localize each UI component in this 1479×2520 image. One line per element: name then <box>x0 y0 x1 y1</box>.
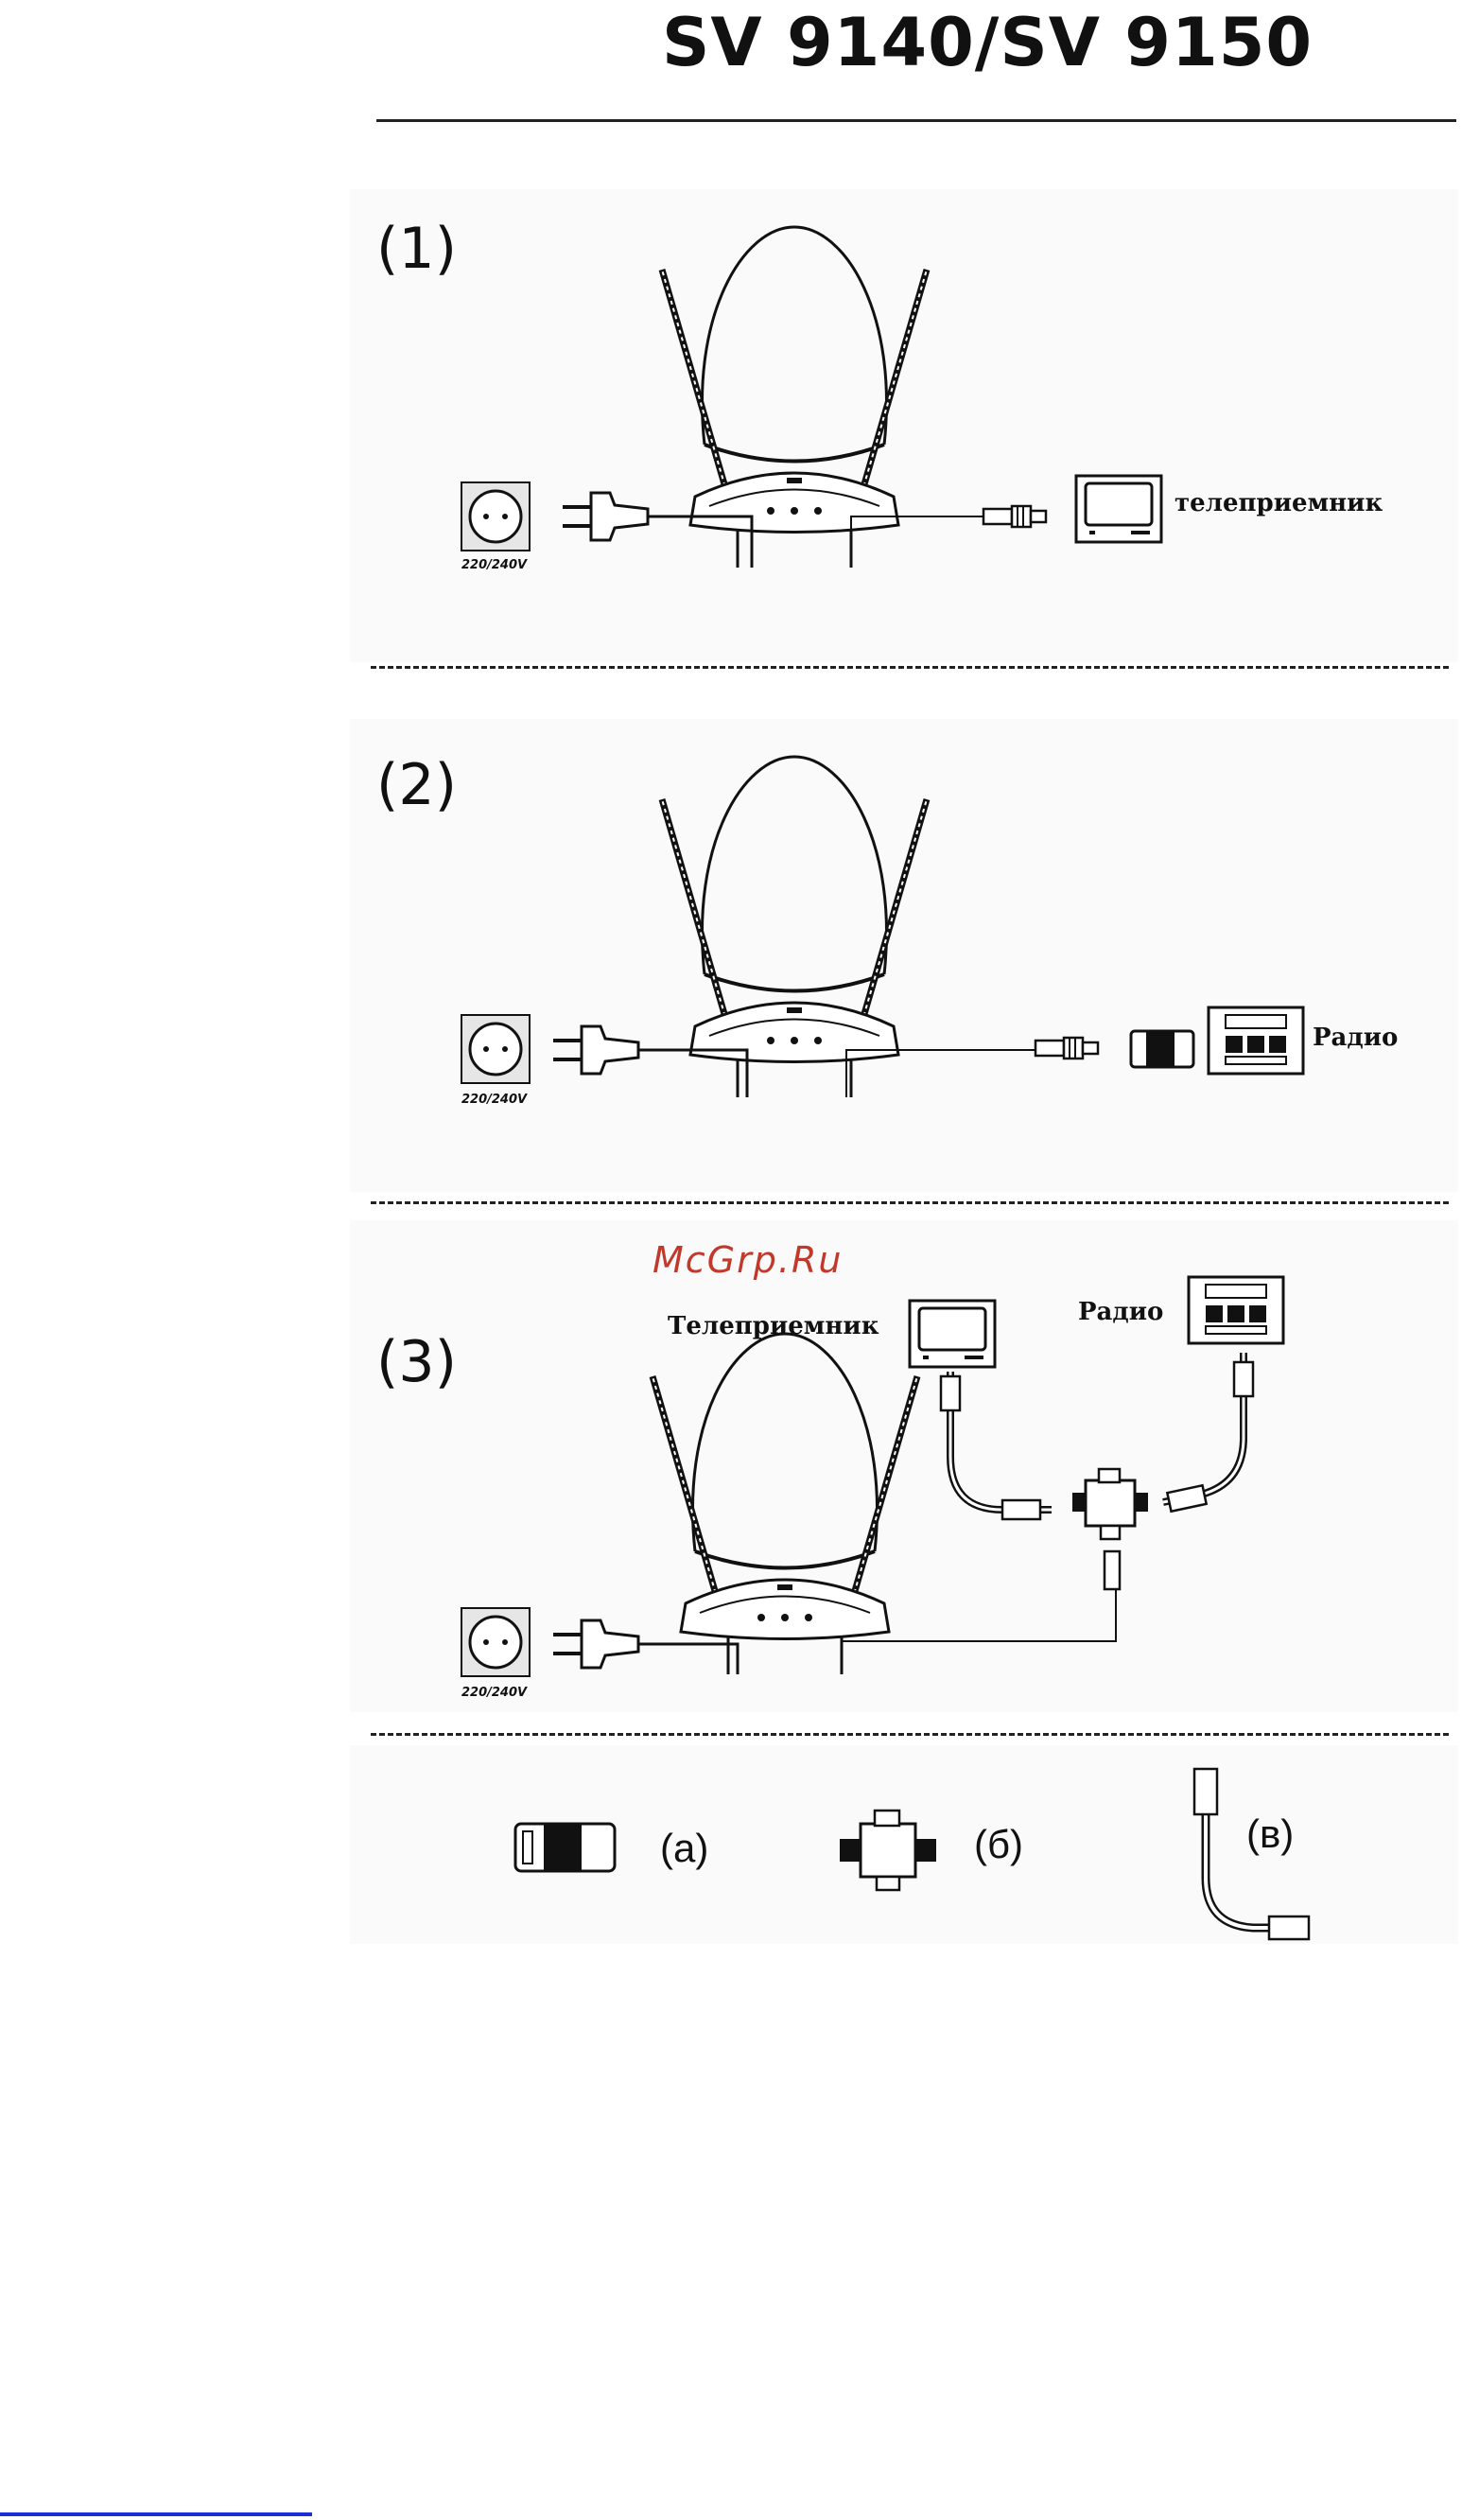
coax-plug-2 <box>1035 1038 1098 1059</box>
wall-socket-3 <box>461 1608 530 1676</box>
voltage-label-1: 220/240V <box>461 558 527 572</box>
wall-socket-2 <box>461 1015 530 1083</box>
antenna-unit-2 <box>662 757 927 1097</box>
coax-plug-1 <box>983 506 1046 527</box>
section-1-diagram <box>461 227 1161 568</box>
radio-label-3: Радио <box>1078 1298 1163 1326</box>
tv-icon-3 <box>910 1301 995 1367</box>
tv-label-1: телеприемник <box>1174 489 1383 517</box>
accessory-b-splitter <box>840 1811 936 1890</box>
radio-icon-3 <box>1189 1277 1283 1343</box>
power-plug-2 <box>553 1026 638 1074</box>
section-2-diagram <box>461 757 1303 1097</box>
accessory-a-adapter <box>515 1824 615 1871</box>
tv-icon-1 <box>1076 476 1161 542</box>
voltage-label-3: 220/240V <box>461 1686 527 1700</box>
power-plug-3 <box>553 1620 638 1668</box>
accessory-b-label: (б) <box>974 1822 1023 1867</box>
splitter-3 <box>1072 1469 1148 1539</box>
watermark: McGrp.Ru <box>652 1239 843 1281</box>
page-link-bar[interactable] <box>0 2512 312 2516</box>
tv-label-3: Телеприемник <box>668 1312 879 1340</box>
voltage-label-2: 220/240V <box>461 1093 527 1107</box>
accessory-v-label: (в) <box>1246 1811 1294 1857</box>
antenna-unit-3 <box>652 1334 917 1674</box>
radio-icon-2 <box>1209 1007 1303 1074</box>
power-plug-1 <box>563 493 648 540</box>
accessory-a-label: (а) <box>660 1826 708 1871</box>
wall-socket-1 <box>461 482 530 551</box>
radio-label-2: Радио <box>1313 1024 1398 1052</box>
adapter-2 <box>1131 1031 1193 1067</box>
